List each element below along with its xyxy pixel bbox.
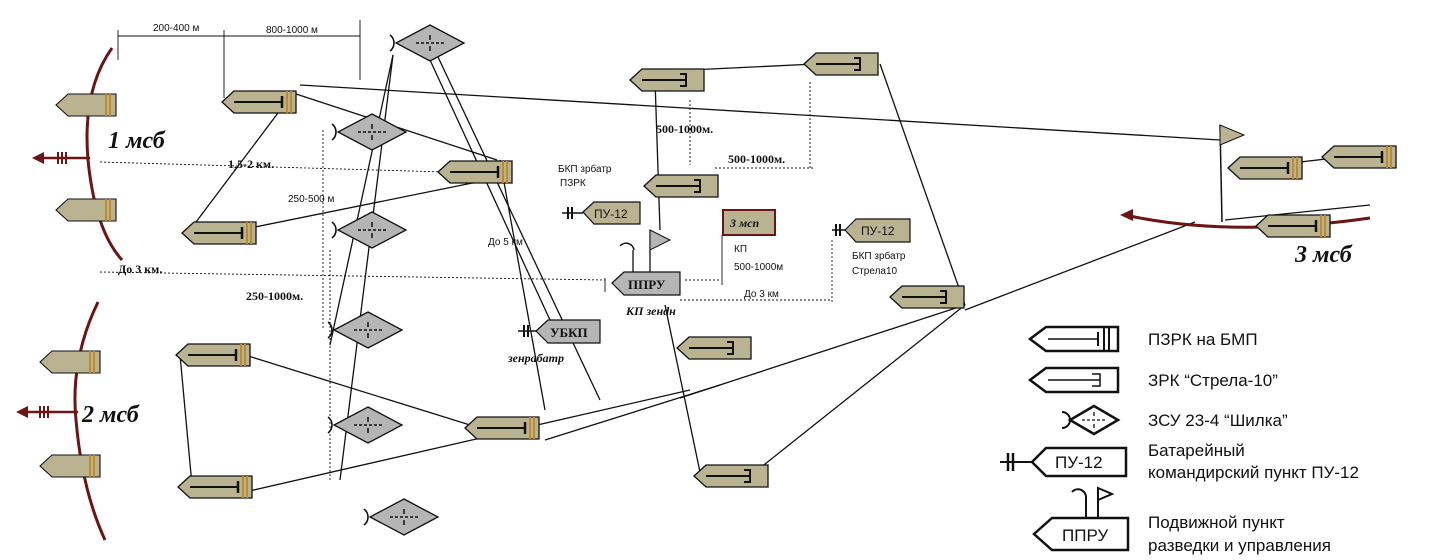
strela-symbol — [693, 464, 769, 488]
company-pointer — [39, 350, 101, 374]
pu12-pzrk: ПУ-12 БКП зрбатр ПЗРК — [558, 163, 641, 225]
pu12-strela: ПУ-12 БКП зрбатр Стрела10 — [832, 218, 911, 277]
pzrk-symbol — [436, 159, 514, 185]
distance-label: 250-1000м. — [246, 289, 303, 303]
legend-shilka-text: ЗСУ 23-4 “Шилка” — [1148, 411, 1288, 430]
legend-strela: ЗРК “Стрела-10” — [1027, 366, 1278, 394]
bkp-strela-sub: Стрела10 — [852, 266, 898, 277]
legend-ppru-line2: разведки и управления — [1148, 536, 1331, 555]
company-pointer — [55, 198, 117, 222]
shilka-symbol — [327, 406, 403, 444]
pzrk-symbol — [1254, 213, 1332, 239]
legend-ppru-line1: Подвижной пункт — [1148, 513, 1285, 532]
battalion-1-label: 1 мсб — [108, 128, 166, 154]
distance-label: До 3 км — [744, 289, 779, 300]
msp3-command-post: 3 мсп КП 500-1000м — [722, 209, 783, 273]
bkp-strela-label: БКП зрбатр — [852, 250, 906, 262]
strela-symbol — [676, 336, 752, 360]
pzrk-symbol — [1226, 155, 1304, 181]
pu12-label: ПУ-12 — [861, 224, 895, 238]
pzrk-symbol — [1320, 144, 1398, 170]
pzrk-symbol — [463, 415, 541, 441]
legend-pu12-line1: Батарейный — [1148, 441, 1245, 460]
battalion-3: 3 мсб — [1120, 124, 1398, 268]
pzrk-symbol — [220, 89, 298, 115]
strela-symbol — [803, 52, 879, 76]
distance-label: 800-1000 м — [266, 25, 318, 36]
legend-pu12-symbol-label: ПУ-12 — [1055, 453, 1103, 472]
pzrk-symbol — [174, 342, 252, 368]
battalion-2: 2 мсб — [16, 301, 140, 541]
legend-pzrk: ПЗРК на БМП — [1027, 325, 1258, 353]
distance-label: 500-1000м. — [656, 122, 713, 136]
zenrabatr-label: зенрабатр — [507, 351, 564, 365]
distance-label: 200-400 м — [153, 23, 199, 34]
distance-labels: 200-400 м 800-1000 м 1,5-2 км. 250-500 м… — [118, 23, 785, 303]
ppru-command-post: ППРУ КП зенdн — [611, 229, 681, 318]
pzrk-symbol — [176, 474, 254, 500]
ubkp: УБКП зенрабатр — [507, 319, 601, 365]
legend-pu12: ПУ-12 Батарейный командирский пункт ПУ-1… — [1000, 441, 1359, 482]
battalion-2-label: 2 мсб — [81, 402, 140, 428]
strela-group — [629, 52, 965, 488]
strela-symbol — [643, 174, 719, 198]
legend-shilka: ЗСУ 23-4 “Шилка” — [1061, 404, 1288, 436]
msp3-label: 3 мсп — [729, 216, 760, 230]
distance-label: До 5 км — [488, 237, 523, 248]
strela-symbol — [629, 68, 705, 92]
legend-pzrk-text: ПЗРК на БМП — [1148, 330, 1258, 349]
legend-strela-text: ЗРК “Стрела-10” — [1148, 371, 1278, 390]
distance-label: До 3 км. — [118, 262, 162, 276]
strela-symbol — [889, 285, 965, 309]
company-pointer — [39, 454, 101, 478]
ppru-label: ППРУ — [628, 277, 666, 292]
kp-zenit-label: КП зенdн — [625, 304, 676, 318]
kp-distance: 500-1000м — [734, 262, 783, 273]
legend-ppru: ППРУ Подвижной пункт разведки и управлен… — [1032, 486, 1331, 555]
ubkp-label: УБКП — [550, 325, 588, 340]
legend-ppru-symbol-label: ППРУ — [1062, 526, 1108, 545]
shilka-symbol — [331, 113, 407, 151]
legend-pu12-line2: командирский пункт ПУ-12 — [1148, 463, 1359, 482]
distance-label: 500-1000м. — [728, 152, 785, 166]
bkp-pzrk-sub: ПЗРК — [560, 178, 586, 189]
pu12-label: ПУ-12 — [594, 207, 628, 221]
distance-label: 250-500 м — [288, 194, 334, 205]
battalion-1: 1 мсб — [32, 47, 166, 262]
bkp-pzrk-label: БКП зрбатр — [558, 163, 612, 175]
connection-lines — [179, 54, 1371, 493]
shilka-symbol — [389, 24, 465, 62]
shilka-symbol — [327, 311, 403, 349]
legend: ПЗРК на БМП ЗРК “Стрела-10” ЗСУ 23-4 “Ши… — [1000, 325, 1359, 555]
distance-label: 1,5-2 км. — [228, 157, 274, 171]
pzrk-symbol — [180, 220, 258, 246]
battalion-3-label: 3 мсб — [1294, 242, 1353, 268]
shilka-symbol — [363, 498, 439, 536]
dimension-lines — [99, 20, 833, 480]
shilka-symbol — [331, 211, 407, 249]
shilka-group — [327, 24, 465, 536]
kp-label: КП — [734, 244, 747, 255]
company-pointer — [55, 93, 117, 117]
